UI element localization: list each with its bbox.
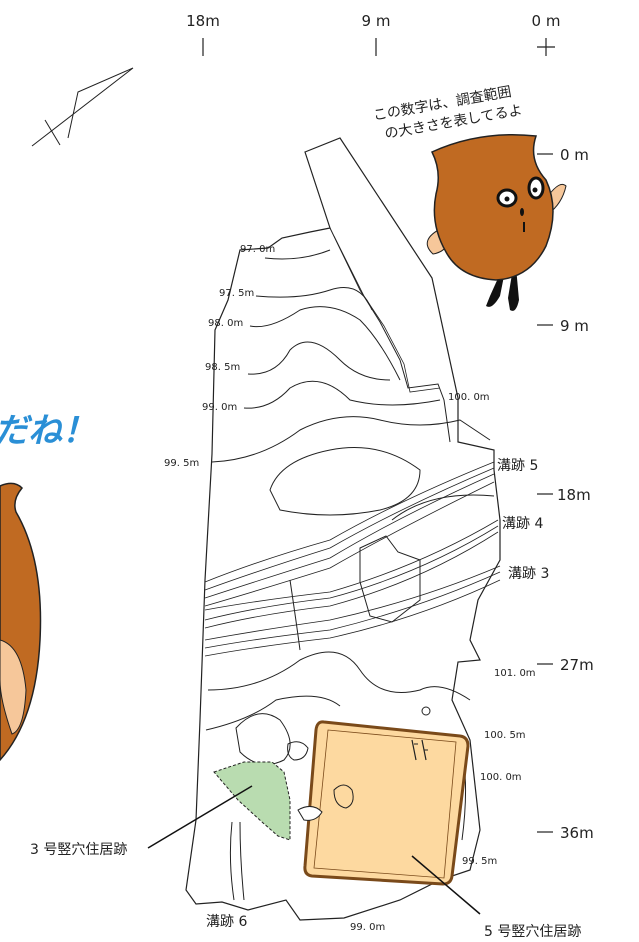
contour-97-5: 97. 5m <box>219 288 254 299</box>
contour-99-0b: 99. 0m <box>350 922 385 933</box>
right-scale: 0 m 9 m 18m 27m 36m <box>537 146 594 842</box>
label-ditch4: 溝跡 4 <box>502 516 543 532</box>
contour-99-5b: 99. 5m <box>462 856 497 867</box>
label-pit3: 3 号竪穴住居跡 <box>30 842 127 858</box>
mascot-icon <box>426 133 567 311</box>
contour-98-5: 98. 5m <box>205 362 240 373</box>
contour-99-5: 99. 5m <box>164 458 199 469</box>
contour-100-0: 100. 0m <box>448 392 490 403</box>
pit3-area <box>213 761 291 841</box>
top-scale: 18m 9 m 0 m <box>186 12 560 56</box>
ditch-bands <box>204 461 501 657</box>
pit5-area <box>303 720 470 886</box>
contour-100-0b: 100. 0m <box>480 772 522 783</box>
contour-lines <box>211 249 495 521</box>
contour-labels: 97. 0m 97. 5m 98. 0m 98. 5m 99. 0m 99. 5… <box>164 244 536 933</box>
leader-pit5 <box>411 855 481 915</box>
left-mascot-icon <box>0 482 42 762</box>
scale-top-9m: 9 m <box>362 12 391 30</box>
partial-caption: だね！ <box>0 411 96 451</box>
contour-100-5: 100. 5m <box>484 730 526 741</box>
mascot-body <box>430 133 554 281</box>
small-pit <box>297 806 323 821</box>
ditch6-channel <box>229 821 245 901</box>
scale-right-27m: 27m <box>560 656 594 674</box>
north-arrow-icon <box>31 67 134 147</box>
scale-top-18m: 18m <box>186 12 220 30</box>
label-ditch6: 溝跡 6 <box>206 914 247 930</box>
label-ditch5: 溝跡 5 <box>497 458 538 474</box>
contour-101-0: 101. 0m <box>494 668 536 679</box>
contour-97-0: 97. 0m <box>240 244 275 255</box>
label-pit5: 5 号竪穴住居跡 <box>484 924 581 940</box>
feature-labels: 溝跡 5 溝跡 4 溝跡 3 溝跡 6 3 号竪穴住居跡 5 号竪穴住居跡 <box>30 458 581 940</box>
scale-right-36m: 36m <box>560 824 594 842</box>
leader-pit3 <box>147 785 253 849</box>
scale-right-18m: 18m <box>557 486 591 504</box>
label-ditch3: 溝跡 3 <box>508 566 549 582</box>
scale-right-0m: 0 m <box>560 146 589 164</box>
contour-98-0: 98. 0m <box>208 318 243 329</box>
scale-right-9m: 9 m <box>560 317 589 335</box>
scale-top-0m: 0 m <box>532 12 561 30</box>
contour-99-0: 99. 0m <box>202 402 237 413</box>
